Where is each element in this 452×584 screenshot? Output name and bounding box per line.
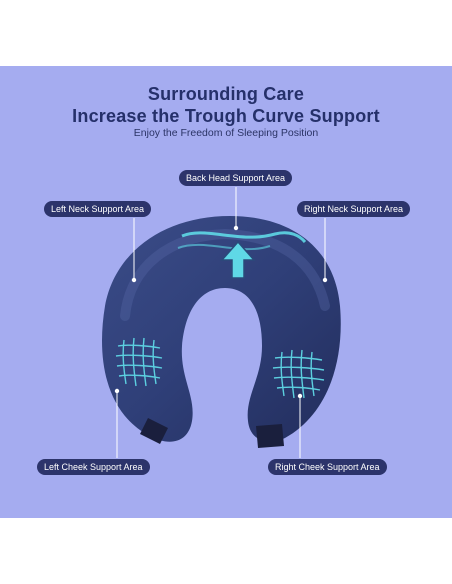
product-banner: Surrounding Care Increase the Trough Cur…	[0, 66, 452, 518]
leader-lines	[116, 187, 326, 458]
subtitle: Enjoy the Freedom of Sleeping Position	[133, 127, 319, 139]
pillow-body	[102, 216, 341, 442]
left-strap	[140, 418, 168, 444]
left-cheek-support-label: Left Cheek Support Area	[37, 459, 150, 475]
headline-line-1: Surrounding Care	[147, 84, 305, 104]
right-cheek-support-label: Right Cheek Support Area	[268, 459, 387, 475]
left-cheek-grid	[115, 337, 163, 387]
back-head-support-label: Back Head Support Area	[179, 170, 293, 186]
back-head-wave	[181, 231, 307, 244]
right-strap	[256, 424, 284, 448]
up-arrow-icon	[220, 240, 256, 279]
back-head-wave-2	[177, 243, 271, 251]
headline-line-2: Increase the Trough Curve Support	[72, 106, 380, 126]
right-neck-support-label: Right Neck Support Area	[297, 201, 411, 217]
leader-dots	[114, 225, 328, 399]
right-cheek-grid	[272, 349, 325, 399]
neck-pillow-illustration	[102, 187, 341, 458]
left-neck-support-label: Left Neck Support Area	[44, 201, 152, 217]
